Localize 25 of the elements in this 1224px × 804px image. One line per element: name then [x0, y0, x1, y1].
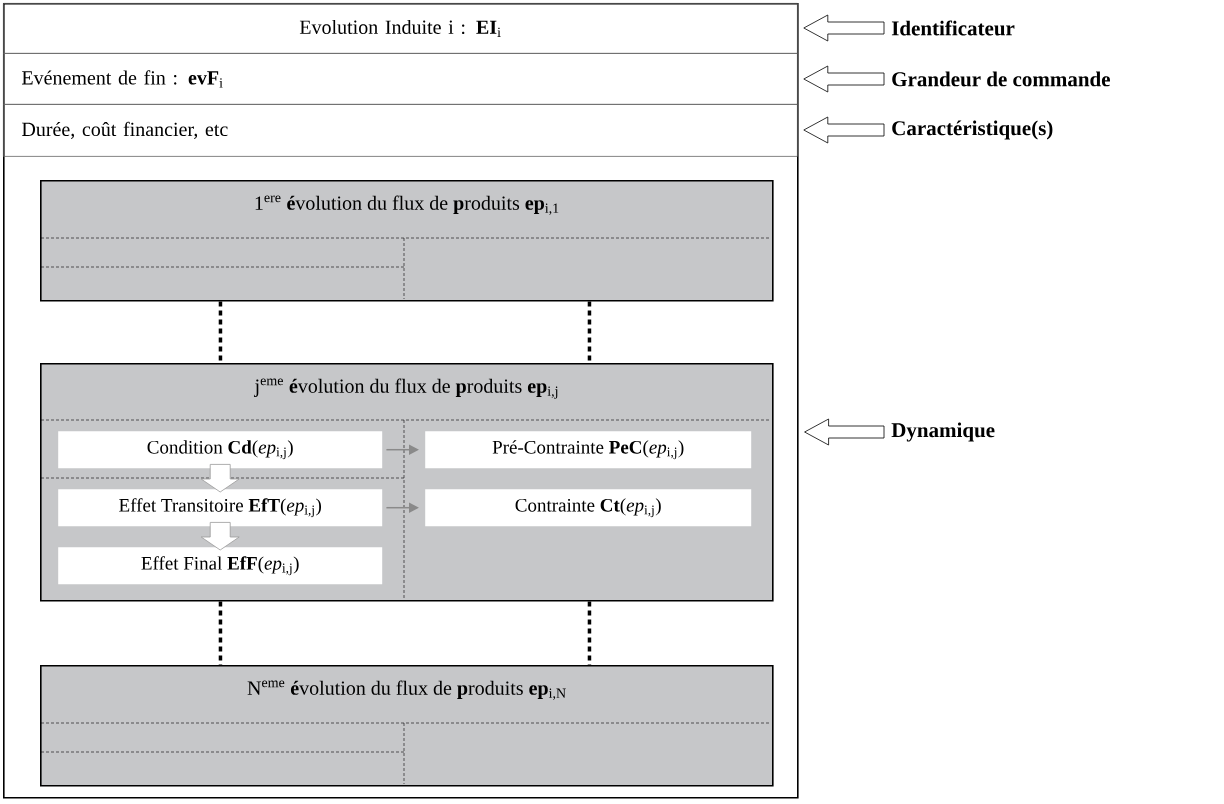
dotted-link: [218, 301, 223, 363]
state-box: Contrainte Ct(ep$_{i,j}$): [425, 489, 752, 527]
side-label: Dynamique: [891, 422, 995, 442]
side-label: Grandeur de commande: [892, 71, 1110, 87]
state-box: Effet Final EfF(ep$_{i,j}$): [58, 547, 383, 585]
hollow-arrow: [200, 522, 240, 551]
hollow-arrow: [803, 116, 885, 144]
header-band: Evénement de fin : evF$_{i}$: [3, 53, 798, 105]
header-band: Durée, coût financier, etc: [3, 104, 798, 157]
hollow-arrow: [200, 464, 240, 493]
dotted-link: [587, 301, 592, 363]
hollow-arrow: [803, 14, 885, 42]
arrow: [385, 502, 419, 513]
state-box: Condition Cd(ep$_{i,j}$): [58, 431, 383, 469]
outer-frame: [3, 3, 799, 799]
side-label: Identificateur: [891, 20, 1015, 36]
evolution-panel: N$^{eme}$ évolution du flux de produits ep$_{i,N}$: [40, 665, 774, 787]
side-label: Caractéristique(s): [892, 120, 1053, 140]
hollow-arrow: [803, 65, 885, 93]
arrow: [385, 444, 419, 455]
header-band: Evolution Induite i : EI$_{i}$: [3, 3, 798, 54]
state-box: Pré-Contrainte PeC(ep$_{i,j}$): [425, 431, 752, 469]
hollow-arrow: [804, 418, 885, 446]
state-box: Effet Transitoire EfT(ep$_{i,j}$): [58, 489, 383, 527]
evolution-panel: 1$^{ere}$ évolution du flux de produits ep$_{i,1}$: [40, 180, 774, 302]
